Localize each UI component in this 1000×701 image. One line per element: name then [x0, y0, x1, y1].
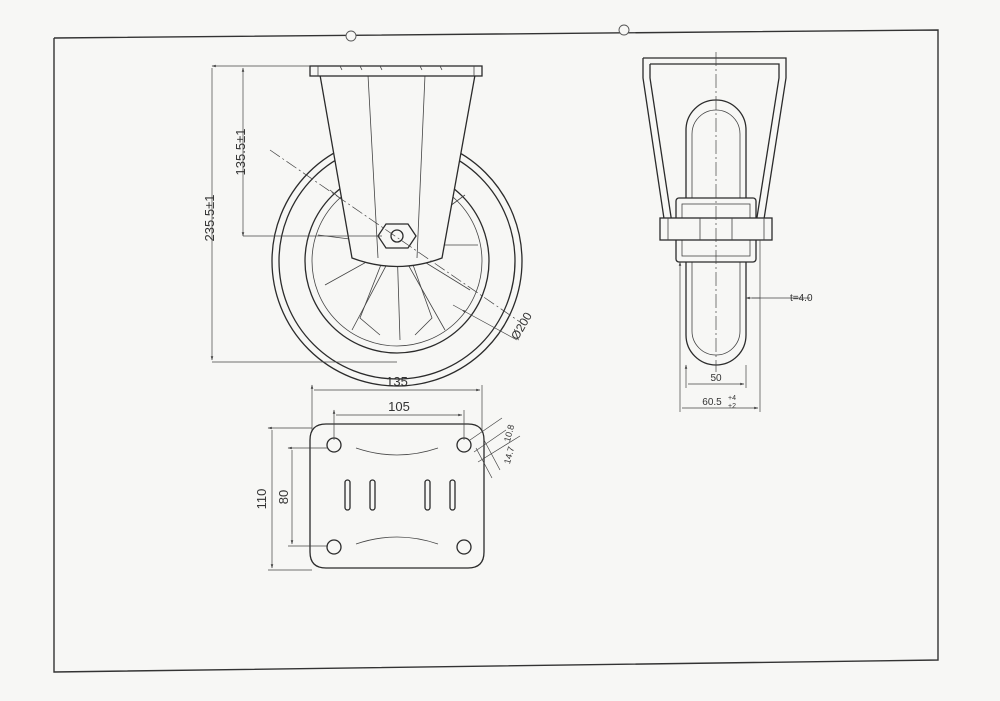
hole-spacing-y-label: 80	[276, 490, 291, 504]
front-view-caster	[269, 65, 523, 387]
bracket-width-label: 60.5 +4 +2	[702, 395, 736, 410]
side-view-dimensions	[680, 240, 810, 412]
svg-text:+4: +4	[728, 395, 736, 402]
wheel-width-label: 50	[710, 373, 722, 384]
svg-text:+2: +2	[728, 403, 736, 410]
front-view-dimensions	[212, 66, 518, 362]
slot-length-label: 14.7	[502, 445, 516, 465]
thickness-label: t=4.0	[790, 293, 813, 304]
top-plate-dimensions	[268, 385, 521, 570]
drawing-frame	[53, 24, 939, 673]
slot-width-label: 10.8	[502, 423, 516, 443]
side-view-caster	[642, 52, 787, 372]
wheel-diameter-label: Ø200	[508, 310, 535, 343]
axle-height-label: 135.5±1	[233, 129, 248, 176]
hole-spacing-x-label: 105	[388, 399, 410, 414]
plate-height-label: 110	[254, 489, 269, 510]
plate-slots	[344, 479, 456, 511]
top-plate-view	[309, 423, 485, 569]
plate-width-label: 135	[386, 374, 408, 389]
svg-text:60.5: 60.5	[702, 397, 722, 408]
overall-height-label: 235.5±1	[202, 195, 217, 242]
